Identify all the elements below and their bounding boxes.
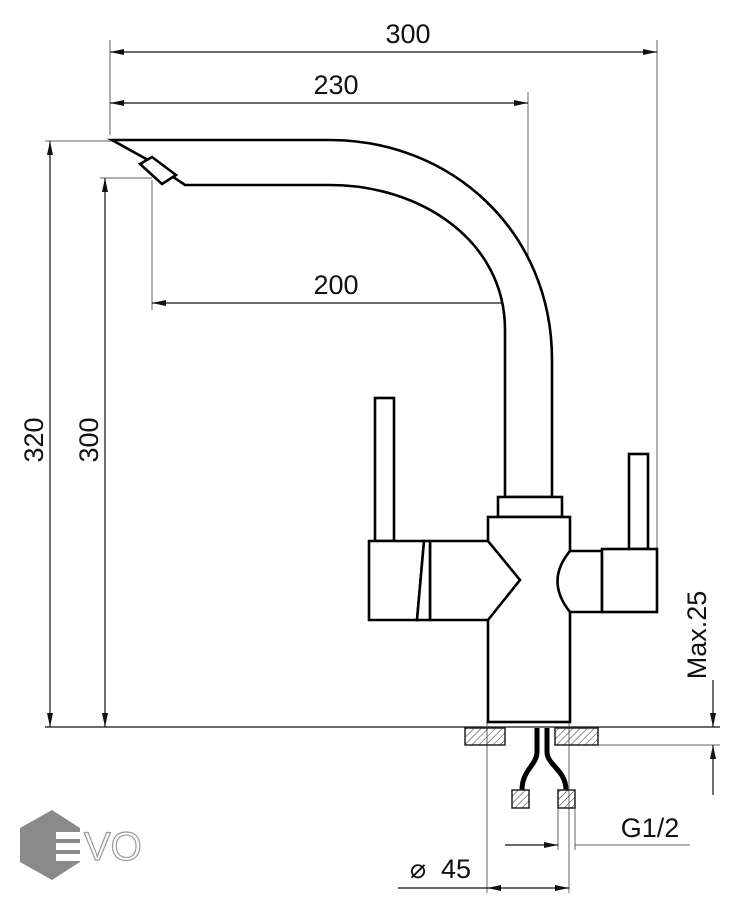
- mounting-base: [464, 727, 599, 809]
- dimension-label: 320: [19, 417, 49, 462]
- dimension-300-height: 300: [74, 178, 108, 727]
- dimension-max-25: Max.25: [682, 591, 716, 795]
- dimension-label: Max.25: [682, 591, 712, 680]
- dimension-label: 230: [313, 70, 358, 100]
- diameter-symbol: ⌀: [410, 854, 426, 884]
- left-handle: [367, 396, 432, 622]
- faucet-body: [428, 495, 604, 724]
- dimension-label: 300: [385, 19, 430, 49]
- dimension-230-reach: 230: [110, 70, 528, 106]
- evo-logo: VO: [20, 810, 142, 880]
- dimension-diameter-45: ⌀ 45: [398, 854, 569, 891]
- dimension-label: 300: [74, 417, 104, 462]
- right-handle: [600, 452, 659, 614]
- dimension-label: G1/2: [621, 813, 680, 843]
- faucet-spout: [106, 138, 554, 499]
- dimension-label: 200: [313, 270, 358, 300]
- dimension-label: 45: [441, 854, 471, 884]
- dimension-300-width: 300: [110, 19, 657, 55]
- dimension-320-height: 320: [19, 141, 53, 727]
- logo-text: VO: [84, 825, 142, 869]
- dimension-200-reach: 200: [152, 270, 528, 306]
- dimension-g12: G1/2: [505, 813, 690, 848]
